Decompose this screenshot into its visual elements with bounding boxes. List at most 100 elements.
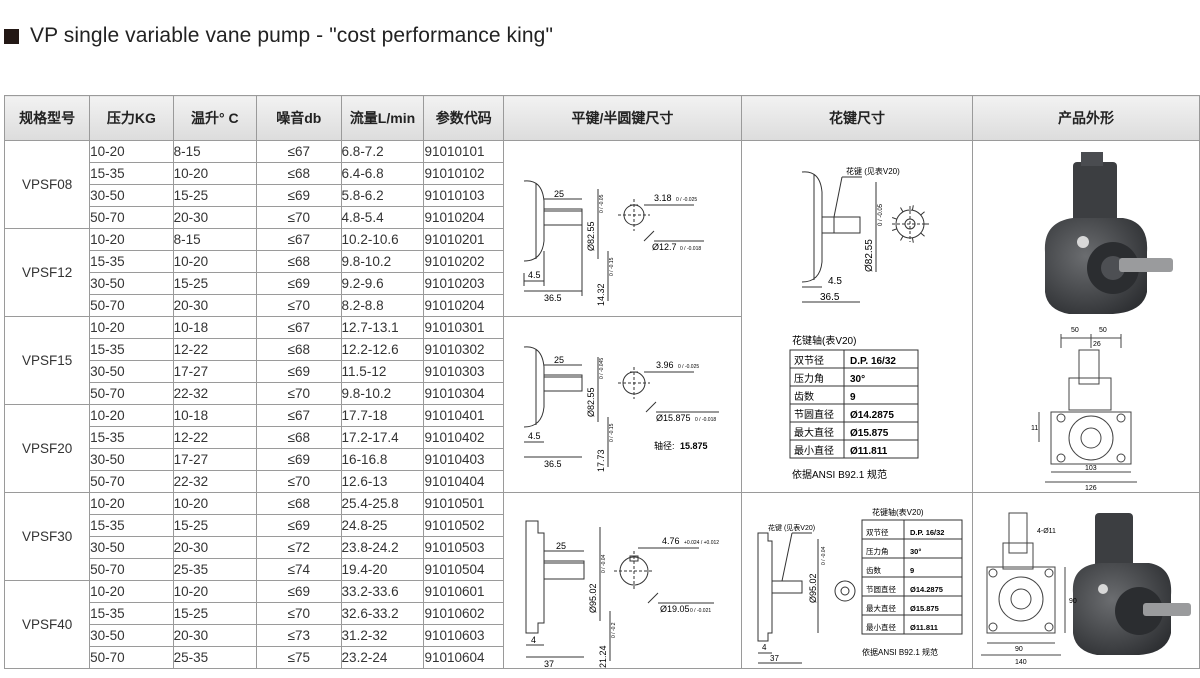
noise-cell: ≤67	[256, 228, 342, 251]
pressure-cell: 10-20	[89, 228, 174, 251]
key1-len1: 25	[554, 189, 564, 199]
spline-table-row	[789, 439, 919, 458]
spline-table-value: D.P. 16/32	[850, 356, 896, 367]
spline1-d2: Ø82.55	[864, 238, 875, 271]
header-pressure: 压力KG	[89, 95, 174, 141]
code-cell: 91010501	[423, 492, 504, 515]
spline-drawing-small: 花键 (见表V20) Ø95.02 0 / -0.04 4 37 花键轴(表V2…	[757, 507, 963, 664]
header-flow: 流量L/min	[340, 95, 425, 141]
outline1-w5: 126	[1085, 485, 1097, 492]
key-dimension-cell: 25 4.5 36.5 3.96 0 / -0.025 Ø15.875 0 / …	[502, 316, 742, 493]
key2-d4-tol: 0 / -0.15	[609, 423, 615, 442]
key2-len1: 25	[554, 355, 564, 365]
pressure-cell: 50-70	[89, 646, 174, 669]
product-photo-pump-40: 4-Ø11 90 140 90	[980, 512, 1191, 666]
noise-cell: ≤67	[256, 404, 342, 427]
spline1-d2-tol: 0 / -0.05	[878, 203, 884, 226]
key3-len3: 37	[544, 659, 554, 668]
key1-len2: 4.5	[528, 270, 541, 280]
key2-d4: 17.73	[596, 449, 606, 472]
spline-table-key: 双节径	[794, 354, 824, 367]
code-cell: 91010503	[423, 536, 504, 559]
flow-cell: 33.2-33.6	[340, 580, 425, 603]
pressure-cell: 10-20	[89, 580, 174, 603]
spline-table-key: 节圆直径	[794, 408, 834, 421]
pressure-cell: 30-50	[89, 624, 174, 647]
flow-cell: 25.4-25.8	[340, 492, 425, 515]
outline2-w2: 140	[1015, 659, 1027, 666]
spline-tooth	[900, 206, 904, 212]
code-cell: 91010402	[423, 426, 504, 449]
temp-cell: 17-27	[172, 448, 258, 471]
key2-d2-tol: 0 / -0.045	[599, 358, 605, 379]
pressure-cell: 30-50	[89, 360, 174, 383]
product-shape-cell: 4-Ø11 90 140 90	[971, 492, 1200, 669]
key1-len3: 36.5	[544, 293, 562, 303]
code-cell: 91010502	[423, 514, 504, 537]
temp-cell: 12-22	[172, 426, 258, 449]
outline2-w1: 90	[1015, 646, 1023, 653]
pressure-cell: 15-35	[89, 162, 174, 185]
pressure-cell: 50-70	[89, 470, 174, 493]
header-spline: 花键尺寸	[740, 95, 973, 141]
spline-table-key: 压力角	[794, 372, 824, 385]
spline-table-value: Ø14.2875	[850, 410, 894, 421]
spline-table-small-key: 节圆直径	[866, 584, 896, 594]
flow-cell: 8.2-8.8	[340, 294, 425, 317]
spline-tooth	[920, 210, 925, 215]
key1-d3: Ø12.7	[652, 242, 677, 252]
code-cell: 91010303	[423, 360, 504, 383]
pump-image	[1044, 151, 1173, 314]
temp-cell: 10-18	[172, 404, 258, 427]
spline-table-key: 最大直径	[794, 426, 834, 439]
code-cell: 91010604	[423, 646, 504, 669]
noise-cell: ≤70	[256, 470, 342, 493]
spline-tooth	[911, 204, 914, 210]
key1-d1-tol: 0 / -0.025	[676, 197, 697, 203]
spline-table-value: 30°	[850, 374, 865, 385]
outline2-hole: 4-Ø11	[1037, 528, 1056, 535]
flow-cell: 4.8-5.4	[340, 206, 425, 229]
code-cell: 91010103	[423, 184, 504, 207]
key-dimension-cell: 25 4 37 4.76 +0.024 / +0.012 Ø19.05 0 / …	[502, 492, 742, 669]
spline-table-small-value: D.P. 16/32	[910, 528, 944, 537]
spline-table-small-key: 齿数	[866, 565, 881, 575]
spline-table-small-value: 9	[910, 566, 914, 575]
noise-cell: ≤70	[256, 602, 342, 625]
noise-cell: ≤68	[256, 338, 342, 361]
pressure-cell: 30-50	[89, 536, 174, 559]
spline-dimension-cell: 花键 (见表V20) Ø95.02 0 / -0.04 4 37 花键轴(表V2…	[740, 492, 973, 669]
model-cell: VPSF08	[3, 140, 91, 229]
key2-shaft-label: 轴径:	[654, 440, 675, 451]
noise-cell: ≤69	[256, 184, 342, 207]
outline1-h1: 11	[1031, 425, 1038, 432]
key3-len1: 25	[556, 541, 566, 551]
flow-cell: 32.6-33.2	[340, 602, 425, 625]
spline-table-value: 9	[850, 392, 856, 403]
pump-image-40	[1072, 513, 1191, 655]
spline-table-small-key: 最大直径	[866, 603, 896, 613]
spline-table-small-value: Ø14.2875	[910, 585, 943, 594]
key1-d2-tol: 0 / -0.05	[599, 194, 605, 213]
noise-cell: ≤70	[256, 206, 342, 229]
spec-table: 规格型号 压力KG 温升° C 噪音db 流量L/min 参数代码 平键/半圆键…	[3, 95, 1200, 669]
flow-cell: 17.2-17.4	[340, 426, 425, 449]
flow-cell: 5.8-6.2	[340, 184, 425, 207]
spline-table-small-key: 最小直径	[866, 622, 896, 632]
key3-d1: 4.76	[662, 536, 680, 546]
outline2-h1: 90	[1069, 598, 1077, 605]
pressure-cell: 50-70	[89, 382, 174, 405]
header-code: 参数代码	[423, 95, 504, 141]
model-cell: VPSF40	[3, 580, 91, 669]
key1-d3-tol: 0 / -0.018	[680, 246, 701, 252]
key1-d2: Ø82.55	[586, 221, 596, 251]
noise-cell: ≤67	[256, 316, 342, 339]
noise-cell: ≤70	[256, 294, 342, 317]
noise-cell: ≤68	[256, 492, 342, 515]
key3-d3: Ø19.05	[660, 604, 690, 614]
